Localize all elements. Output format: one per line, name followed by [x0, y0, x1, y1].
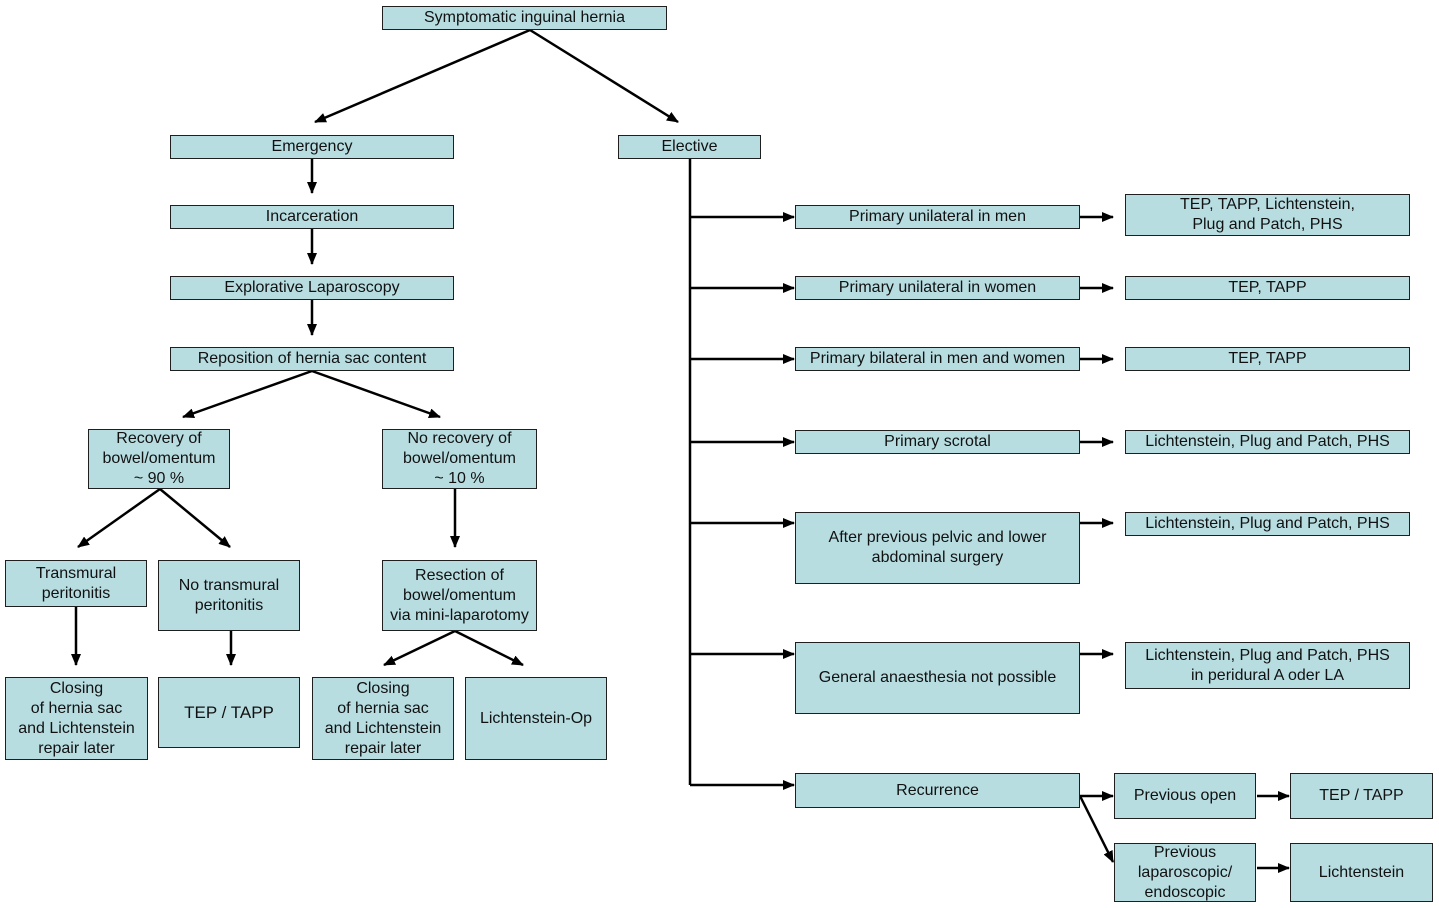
- node-primary-bilateral: Primary bilateral in men and women: [795, 347, 1080, 371]
- arrow-root-to-emergency: [314, 28, 531, 124]
- node-incarceration: Incarceration: [170, 205, 454, 229]
- node-transmural-peritonitis: Transmural peritonitis: [5, 560, 147, 607]
- node-result-after-previous: Lichtenstein, Plug and Patch, PHS: [1125, 512, 1410, 536]
- node-closing-1: Closing of hernia sac and Lichtenstein r…: [5, 677, 148, 760]
- node-emergency: Emergency: [170, 135, 454, 159]
- arrow-recovery-to-no-transmural: [159, 488, 231, 548]
- node-primary-unilateral-women: Primary unilateral in women: [795, 276, 1080, 300]
- arrow-reposition-to-recovery: [182, 369, 313, 419]
- node-result-scrotal: Lichtenstein, Plug and Patch, PHS: [1125, 430, 1410, 454]
- node-result-bilateral: TEP, TAPP: [1125, 347, 1410, 371]
- node-tep-tapp-1: TEP / TAPP: [158, 677, 300, 748]
- node-tep-tapp-2: TEP / TAPP: [1290, 773, 1433, 819]
- node-recurrence: Recurrence: [795, 773, 1080, 808]
- node-explorative-laparoscopy: Explorative Laparoscopy: [170, 276, 454, 300]
- node-root: Symptomatic inguinal hernia: [382, 6, 667, 30]
- node-closing-2: Closing of hernia sac and Lichtenstein r…: [312, 677, 454, 760]
- arrow-recovery-to-transmural: [77, 487, 161, 549]
- node-primary-unilateral-men: Primary unilateral in men: [795, 205, 1080, 229]
- arrow-reposition-to-no-recovery: [311, 369, 441, 419]
- node-previous-open: Previous open: [1114, 773, 1256, 819]
- arrow-root-to-elective: [529, 28, 679, 124]
- node-reposition: Reposition of hernia sac content: [170, 347, 454, 371]
- arrow-recurrence-to-previous-lap: [1078, 795, 1115, 863]
- node-lichtenstein-op: Lichtenstein-Op: [465, 677, 607, 760]
- node-primary-scrotal: Primary scrotal: [795, 430, 1080, 454]
- node-no-transmural-peritonitis: No transmural peritonitis: [158, 560, 300, 631]
- node-result-unilateral-men: TEP, TAPP, Lichtenstein, Plug and Patch,…: [1125, 194, 1410, 236]
- node-after-previous-surgery: After previous pelvic and lower abdomina…: [795, 512, 1080, 584]
- node-previous-laparoscopic: Previous laparoscopic/ endoscopic: [1114, 843, 1256, 902]
- node-result-general-anaesthesia: Lichtenstein, Plug and Patch, PHS in per…: [1125, 642, 1410, 689]
- node-no-recovery: No recovery of bowel/omentum ~ 10 %: [382, 429, 537, 489]
- node-resection: Resection of bowel/omentum via mini-lapa…: [382, 560, 537, 631]
- node-lichtenstein: Lichtenstein: [1290, 843, 1433, 902]
- node-general-anaesthesia: General anaesthesia not possible: [795, 642, 1080, 714]
- node-recovery: Recovery of bowel/omentum ~ 90 %: [88, 429, 230, 489]
- arrow-resection-to-lichtenstein-op: [454, 629, 524, 667]
- node-result-unilateral-women: TEP, TAPP: [1125, 276, 1410, 300]
- node-elective: Elective: [618, 135, 761, 159]
- arrow-resection-to-closing: [383, 629, 456, 667]
